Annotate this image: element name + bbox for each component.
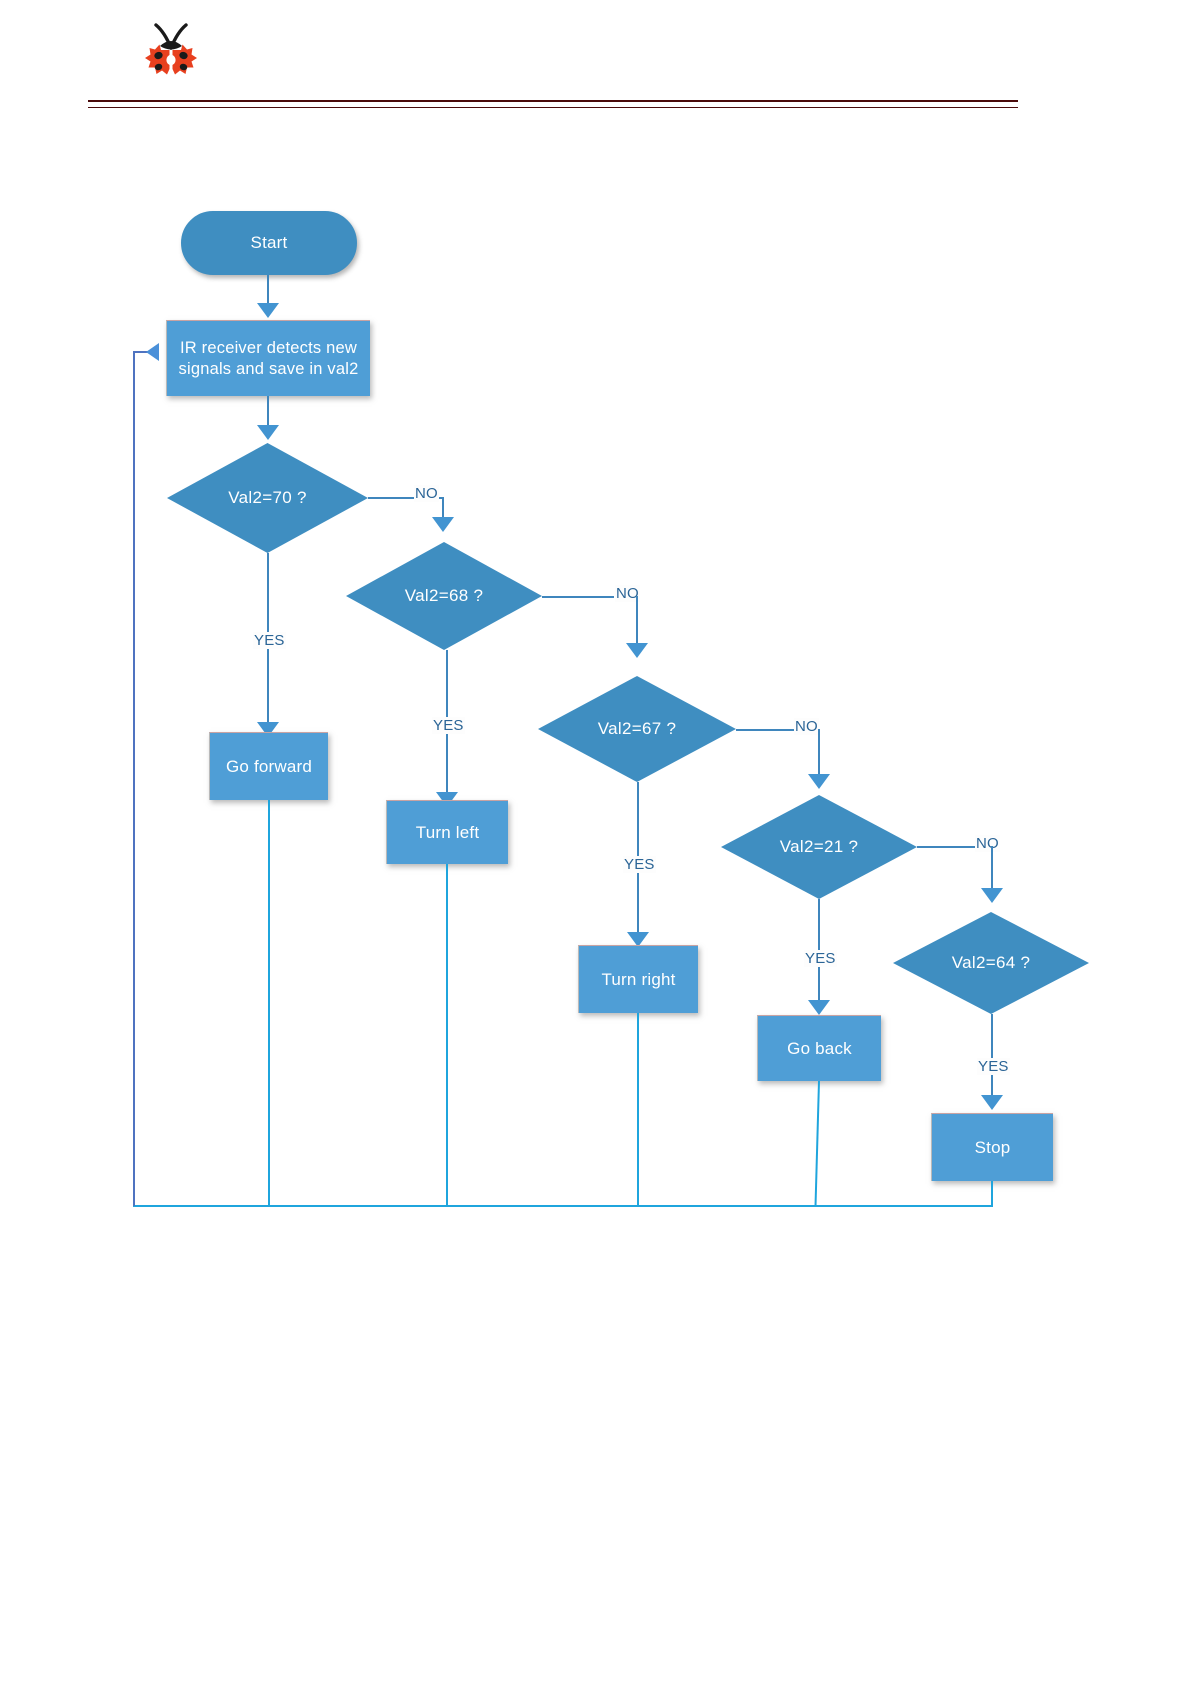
loop-return-horizontal	[133, 1205, 993, 1207]
arrowhead-d67-no	[808, 774, 830, 789]
edge-d68-no-down	[636, 596, 639, 648]
arrowhead-d64-yes	[981, 1095, 1003, 1110]
flow-node-start-label: Start	[250, 233, 288, 253]
arrowhead-d21-no	[981, 888, 1003, 903]
loop-return-vertical-left	[133, 352, 135, 1206]
edge-label-no-1: NO	[414, 485, 439, 502]
flow-node-decision-val2-70: Val2=70 ?	[167, 443, 368, 553]
flow-node-stop: Stop	[931, 1113, 1053, 1181]
edge-d70-no	[368, 497, 443, 500]
flow-node-go-back: Go back	[757, 1015, 881, 1081]
edge-label-no-4: NO	[975, 835, 1000, 852]
arrowhead-d68-no	[626, 643, 648, 658]
edge-label-no-3: NO	[794, 718, 819, 735]
edge-start-to-read	[267, 275, 270, 308]
loop-return-into-read	[133, 351, 155, 353]
arrowhead-d21-yes	[808, 1000, 830, 1015]
flow-node-stop-label: Stop	[974, 1137, 1011, 1157]
loop-rail-stop	[991, 1181, 993, 1207]
edge-label-no-2: NO	[615, 585, 640, 602]
edge-d70-no-down	[442, 497, 445, 523]
flow-node-decision-val2-67: Val2=67 ?	[538, 676, 736, 782]
arrowhead-loop-return	[146, 343, 159, 361]
flow-node-go-forward: Go forward	[209, 732, 328, 800]
edge-read-to-d70	[267, 396, 270, 431]
flow-node-decision-val2-64: Val2=64 ?	[893, 912, 1089, 1014]
arrowhead-d67-yes	[627, 932, 649, 947]
flow-node-ir-receiver-label: IR receiver detects new signals and save…	[178, 338, 359, 378]
edge-label-yes-4: YES	[804, 950, 837, 967]
loop-rail-turn-left	[446, 864, 448, 1206]
edge-d68-no	[542, 596, 614, 599]
arrowhead-d70-no	[432, 517, 454, 532]
edge-d67-no	[736, 729, 798, 732]
loop-rail-go-forward	[268, 800, 270, 1206]
edge-label-yes-5: YES	[977, 1058, 1010, 1075]
flow-node-turn-left: Turn left	[386, 800, 508, 864]
flow-node-go-forward-label: Go forward	[225, 756, 313, 776]
flow-node-decision-val2-68: Val2=68 ?	[346, 542, 542, 650]
flow-node-turn-right: Turn right	[578, 945, 698, 1013]
flow-node-go-back-label: Go back	[787, 1038, 852, 1058]
header-rule-thick	[88, 100, 1018, 102]
arrowhead-read-to-d70	[257, 425, 279, 440]
edge-label-yes-2: YES	[432, 717, 465, 734]
loop-rail-turn-right	[637, 1013, 639, 1206]
ladybug-gear-logo-icon	[138, 22, 204, 98]
flow-node-start: Start	[181, 211, 357, 275]
edge-label-yes-1: YES	[253, 632, 286, 649]
edge-d21-no-down	[991, 846, 994, 892]
edge-label-yes-3: YES	[623, 856, 656, 873]
flow-node-turn-left-label: Turn left	[415, 822, 480, 842]
flow-node-turn-right-label: Turn right	[601, 969, 676, 989]
arrowhead-start-to-read	[257, 303, 279, 318]
header-rule-thin	[88, 107, 1018, 108]
loop-rail-go-back	[814, 1080, 820, 1206]
flow-node-decision-val2-21: Val2=21 ?	[721, 795, 917, 899]
edge-d21-no	[917, 846, 979, 849]
flow-node-ir-receiver: IR receiver detects new signals and save…	[166, 320, 370, 396]
edge-d67-no-down	[818, 729, 821, 779]
